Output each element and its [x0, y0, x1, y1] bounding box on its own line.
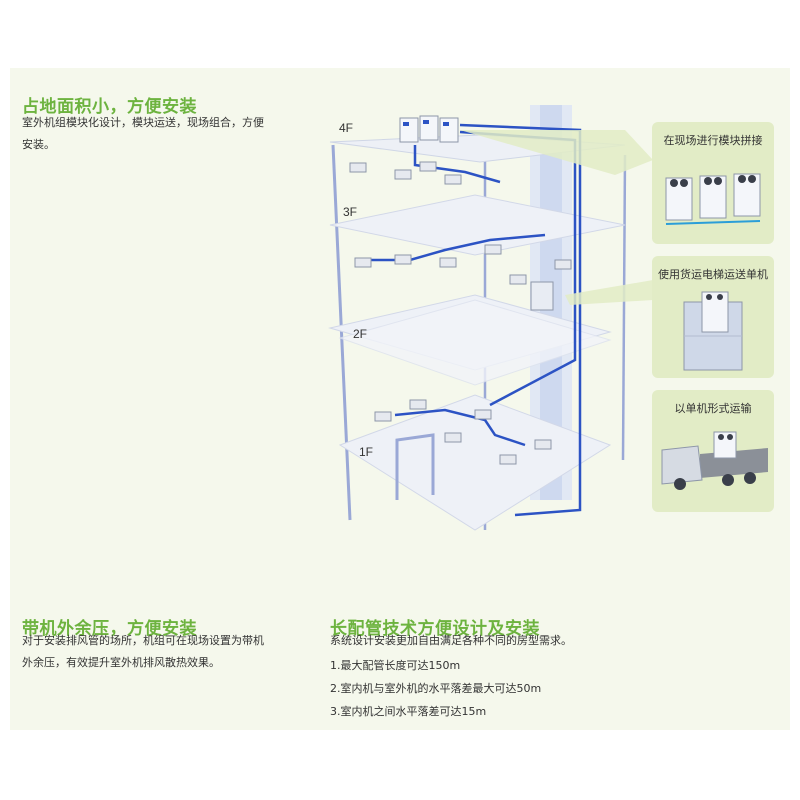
floor-label-2f: 2F [353, 327, 367, 341]
desc-line: 外余压，有效提升室外机排风散热效果。 [22, 656, 220, 669]
floor-slab-2f-lower [338, 299, 612, 386]
outdoor-units-image [665, 173, 761, 225]
callout-beam-1 [460, 130, 653, 175]
callout-beam-2 [565, 280, 653, 305]
building-frame [621, 154, 627, 461]
callout-caption: 在现场进行模块拼接 [663, 134, 763, 147]
door-frame [395, 433, 435, 500]
elevator-unit-image [683, 291, 743, 371]
floor-label-1f: 1F [359, 445, 373, 459]
callout-elevator-transport: 使用货运电梯运送单机 [652, 256, 774, 378]
section-title-small-footprint: 占地面积小，方便安装 [22, 97, 197, 117]
section-desc-small-footprint: 室外机组模块化设计，模块运送，现场组合，方便 安装。 [22, 112, 322, 156]
floor-label-3f: 3F [343, 205, 357, 219]
indoor-units [349, 161, 572, 465]
section-desc-long-piping: 系统设计安装更加自由满足各种不同的房型需求。 [330, 630, 750, 652]
section-title-external-pressure: 带机外余压，方便安装 [22, 619, 197, 639]
desc-line: 室外机组模块化设计，模块运送，现场组合，方便 [22, 116, 264, 129]
callout-caption: 以单机形式运输 [674, 402, 752, 415]
list-item: 2.室内机与室外机的水平落差最大可达50m [330, 682, 542, 695]
section-desc-external-pressure: 对于安装排风管的场所，机组可在现场设置为带机 外余压，有效提升室外机排风散热效果… [22, 630, 322, 674]
list-item: 1.最大配管长度可达150m [330, 659, 461, 672]
truck-image [661, 431, 768, 490]
floor-label-4f: 4F [339, 121, 353, 135]
callout-truck-transport: 以单机形式运输 [652, 390, 774, 512]
outdoor-units-roof [399, 115, 459, 143]
desc-line: 系统设计安装更加自由满足各种不同的房型需求。 [330, 634, 572, 647]
section-title-long-piping: 长配管技术方便设计及安装 [330, 619, 540, 639]
piping-spec-list: 1.最大配管长度可达150m 2.室内机与室外机的水平落差最大可达50m 3.室… [330, 654, 750, 723]
callout-caption: 使用货运电梯运送单机 [658, 268, 768, 281]
desc-line: 安装。 [22, 138, 55, 151]
desc-line: 对于安装排风管的场所，机组可在现场设置为带机 [22, 634, 264, 647]
callout-module-splicing: 在现场进行模块拼接 [652, 122, 774, 244]
building-frame [331, 144, 352, 521]
building-illustration: 4F 3F 2F 1F [328, 105, 653, 531]
floor-slab-3f [329, 194, 626, 256]
list-item: 3.室内机之间水平落差可达15m [330, 705, 487, 718]
